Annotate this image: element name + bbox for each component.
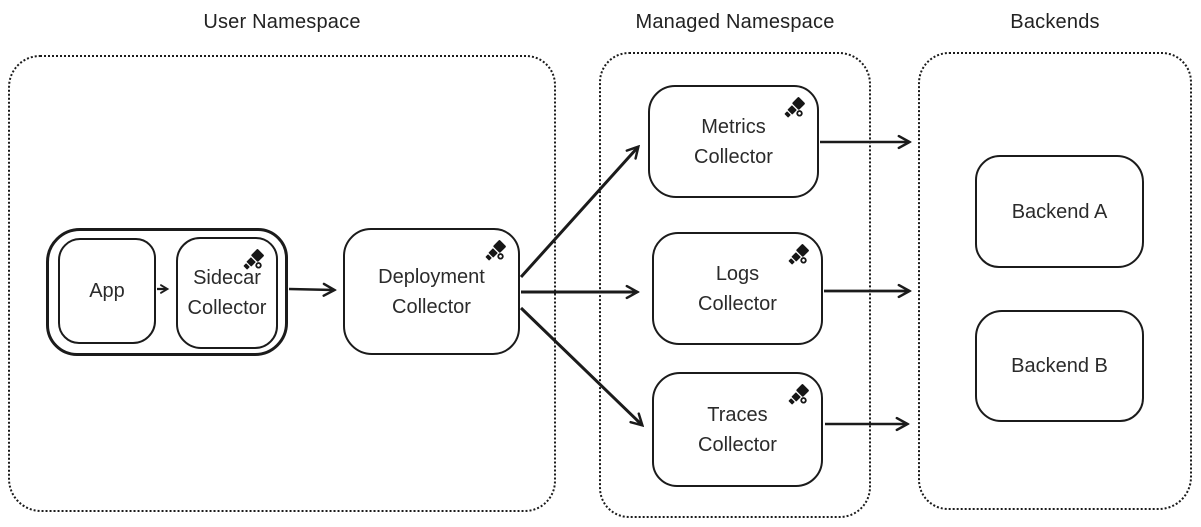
node-traces-collector: Traces Collector xyxy=(652,372,823,487)
node-logs-collector: Logs Collector xyxy=(652,232,823,345)
group-box-user-namespace xyxy=(8,55,556,512)
group-title-backends: Backends xyxy=(1010,11,1100,33)
node-sidecar-collector: Sidecar Collector xyxy=(176,237,278,349)
node-backend-a: Backend A xyxy=(975,155,1144,268)
node-backend-b-label: Backend B xyxy=(1011,355,1108,377)
group-box-managed-namespace xyxy=(599,52,871,518)
node-logs-collector-label: Logs Collector xyxy=(698,262,777,315)
telescope-icon xyxy=(483,237,509,263)
node-deployment-collector: Deployment Collector xyxy=(343,228,520,355)
node-backend-a-label: Backend A xyxy=(1011,200,1108,223)
node-deployment-collector-label: Deployment Collector xyxy=(378,265,485,318)
node-sidecar-collector-label: Sidecar Collector xyxy=(187,267,267,319)
group-title-managed-namespace: Managed Namespace xyxy=(635,11,835,33)
node-backend-b: Backend B xyxy=(975,310,1144,422)
group-box-backends xyxy=(918,52,1192,510)
node-app-label: App xyxy=(89,280,125,302)
node-app: App xyxy=(58,238,156,344)
node-metrics-collector-label: Metrics Collector xyxy=(694,115,773,168)
group-title-user-namespace: User Namespace xyxy=(203,11,361,33)
node-metrics-collector: Metrics Collector xyxy=(648,85,819,198)
node-traces-collector-label: Traces Collector xyxy=(698,403,777,456)
